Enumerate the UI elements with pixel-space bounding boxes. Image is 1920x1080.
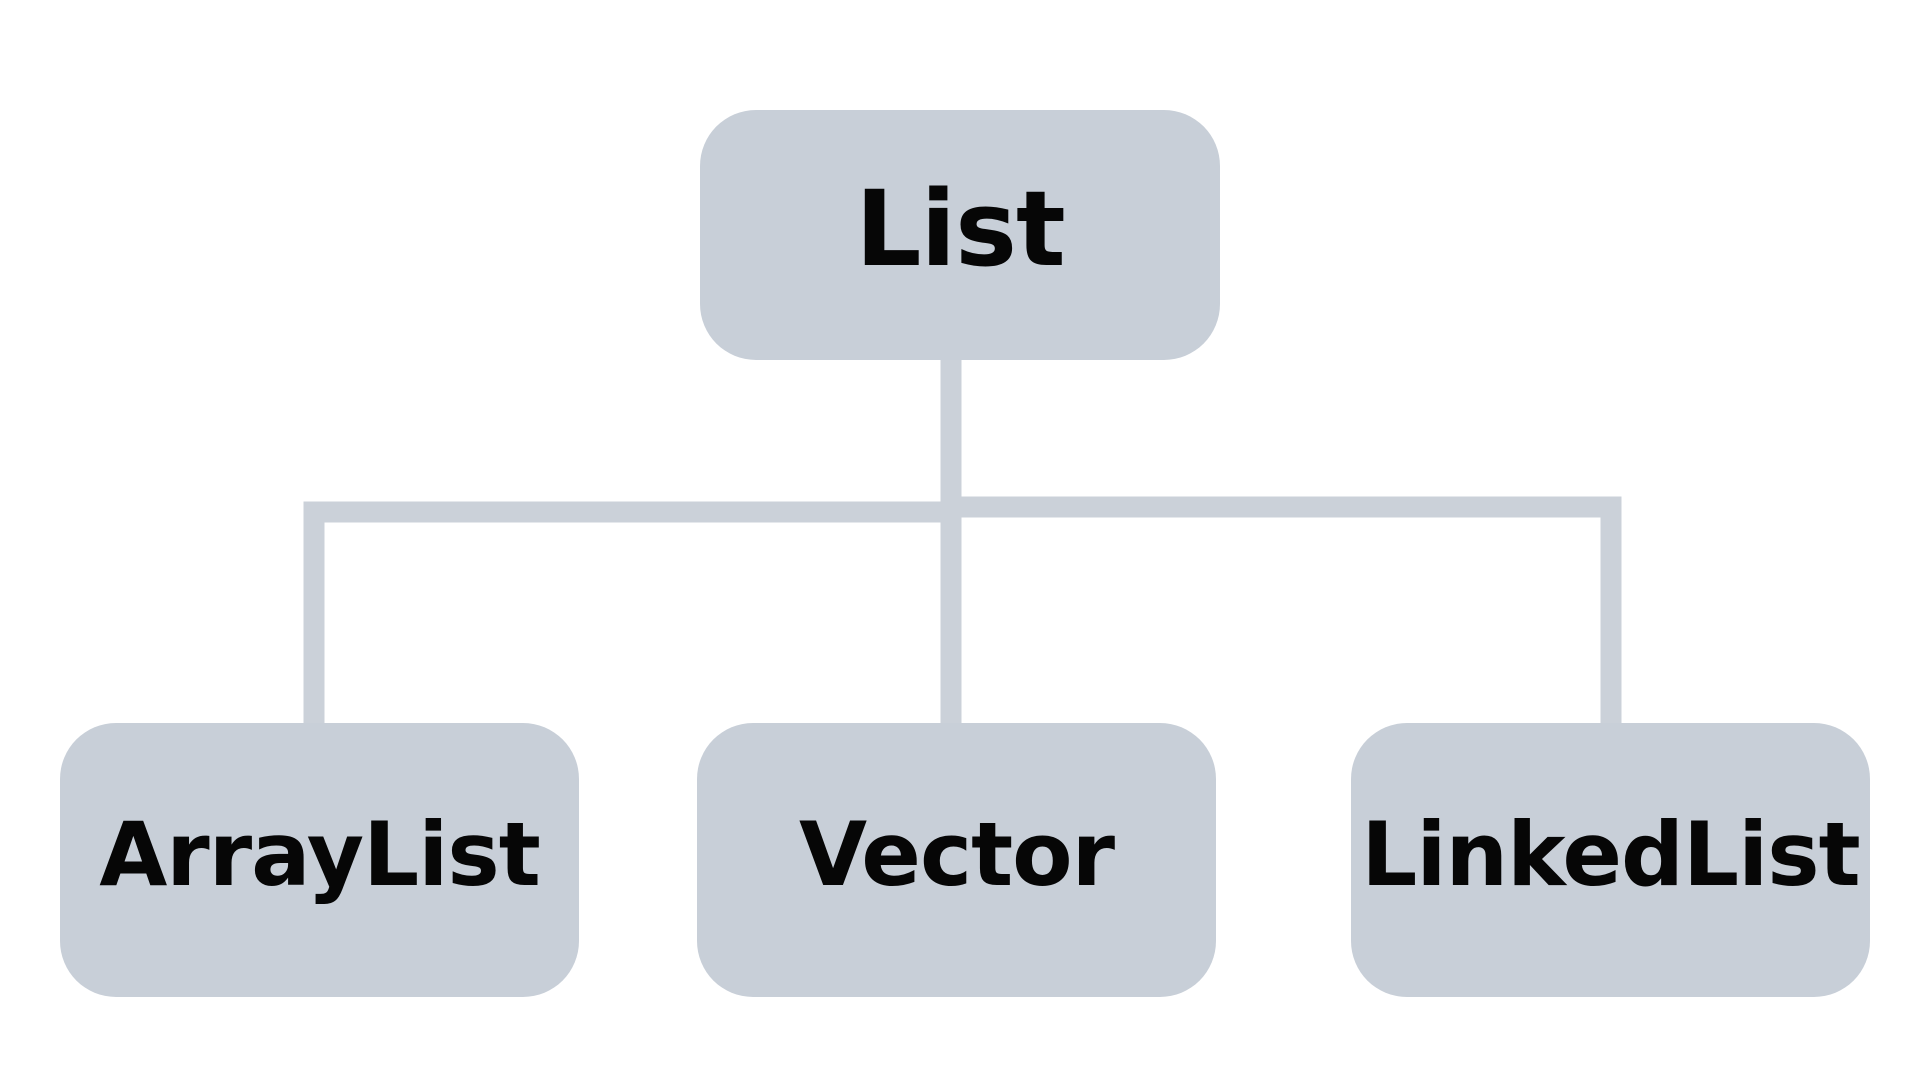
node-linkedlist-label: LinkedList xyxy=(1361,802,1860,906)
connector-list-arraylist xyxy=(303,352,962,726)
connector-list-linkedlist xyxy=(940,352,1622,727)
node-linkedlist: LinkedList xyxy=(1351,723,1870,997)
node-vector-label: Vector xyxy=(798,802,1115,906)
node-arraylist: ArrayList xyxy=(60,723,579,997)
node-vector: Vector xyxy=(697,723,1216,997)
node-arraylist-label: ArrayList xyxy=(99,802,541,906)
node-list: List xyxy=(700,110,1220,360)
node-list-label: List xyxy=(855,168,1066,290)
